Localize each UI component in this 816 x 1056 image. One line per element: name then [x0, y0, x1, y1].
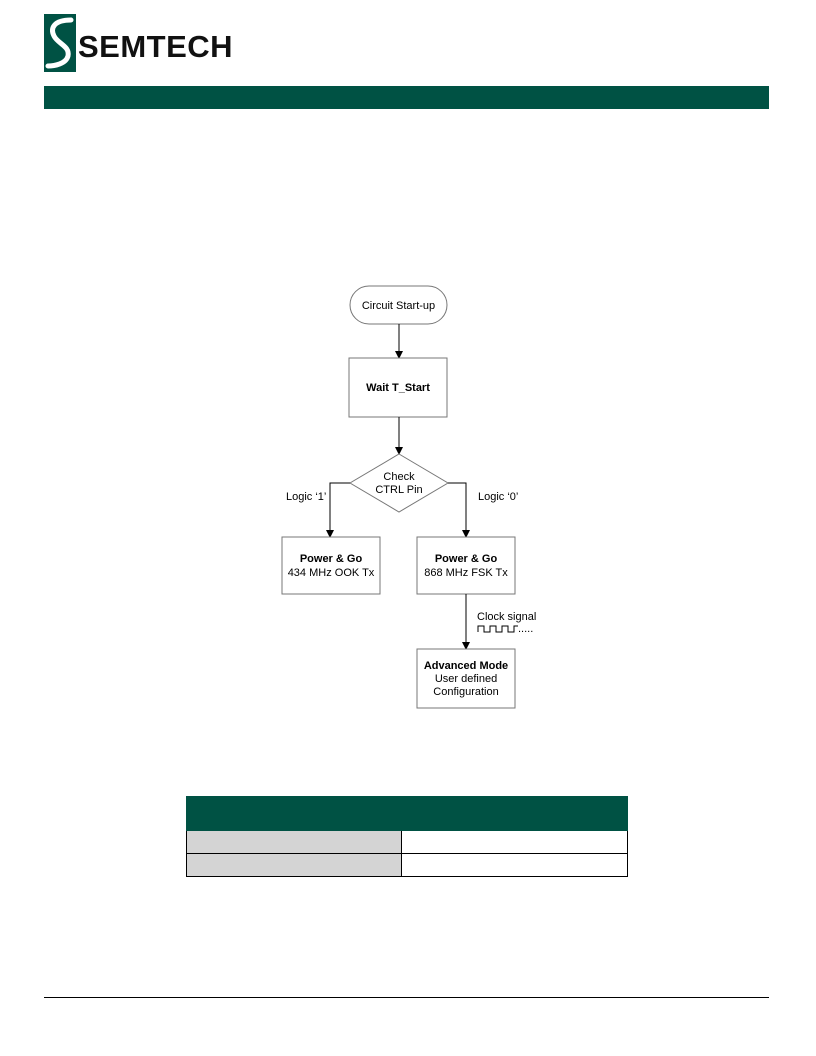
- wait-box: [348, 357, 448, 418]
- table-cell: [186, 853, 402, 877]
- clock-waveform-icon: [477, 625, 518, 633]
- table-cell: [186, 830, 402, 854]
- data-table: [186, 796, 628, 877]
- semtech-s-logo-icon: [44, 14, 76, 72]
- semtech-logo: SEMTECH: [44, 14, 289, 74]
- table-cell: [401, 830, 628, 854]
- advanced-mode-box: [416, 648, 516, 709]
- left-box-subtitle: 434 MHz OOK Tx: [288, 567, 375, 579]
- advanced-line-3: Configuration: [433, 686, 498, 698]
- footer-divider: [44, 997, 769, 998]
- advanced-line-2: User defined: [435, 673, 497, 685]
- start-label: Circuit Start-up: [362, 300, 435, 312]
- clock-dots: .....: [518, 623, 533, 635]
- table-header-cell: [401, 796, 628, 831]
- table-row: [186, 853, 628, 877]
- decision-line-2: CTRL Pin: [375, 484, 422, 496]
- table-header-row: [186, 796, 628, 831]
- table-row: [186, 830, 628, 854]
- right-box-title: Power & Go: [435, 553, 498, 565]
- wait-label: Wait T_Start: [366, 382, 430, 394]
- clock-signal-label: Clock signal: [477, 611, 536, 623]
- right-box-subtitle: 868 MHz FSK Tx: [424, 567, 508, 579]
- left-box-title: Power & Go: [300, 553, 363, 565]
- arrow-right-branch: [448, 482, 470, 538]
- decision-line-1: Check: [383, 471, 415, 483]
- power-go-434-box: [281, 536, 381, 595]
- header-bar: [44, 86, 769, 109]
- logic-0-label: Logic ‘0’: [478, 491, 518, 503]
- power-go-868-box: [416, 536, 516, 595]
- table-header-cell: [186, 796, 402, 831]
- table-cell: [401, 853, 628, 877]
- brand-wordmark: SEMTECH: [78, 29, 234, 64]
- logic-1-label: Logic ‘1’: [286, 491, 326, 503]
- decision-diamond: [349, 453, 449, 513]
- advanced-title: Advanced Mode: [424, 660, 508, 672]
- flowchart: Circuit Start-up Wait T_Start Check CTRL…: [281, 285, 536, 709]
- arrow-left-branch: [326, 482, 350, 538]
